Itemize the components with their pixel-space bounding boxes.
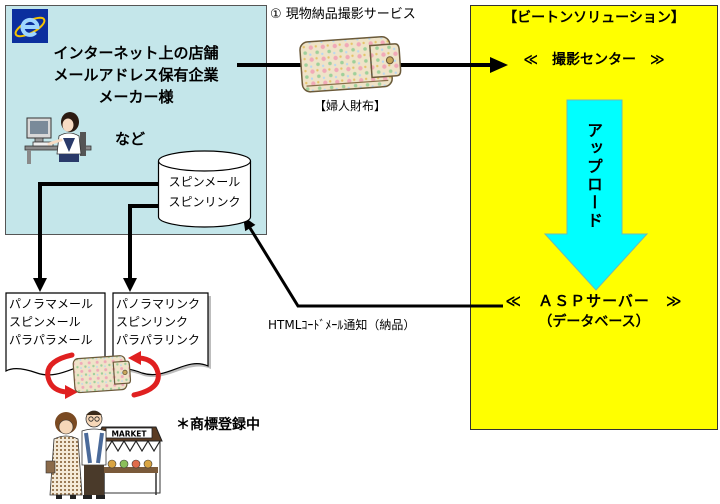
asp-server-sub-label: （データベース） [538,314,650,330]
service-title: ① 現物納品撮影サービス [270,7,416,22]
database-line-spin-mail: スピンメール [168,175,241,189]
arrow-notification-return [243,216,503,308]
product-caption: 【婦人財布】 [313,99,386,113]
small-wallet-icon [72,355,132,394]
down-arrow-icon [543,99,649,291]
database-cylinder-icon [157,150,252,228]
notification-label: HTMLｺｰﾄﾞﾒｰﾙ通知（納品） [268,318,416,332]
client-line-email-companies: メールアドレス保有企業 [53,66,219,84]
man-shopper [81,410,107,499]
internet-explorer-icon [12,9,48,43]
asp-server-label: ≪ ＡＳＰサーバー ≫ [505,292,683,310]
beeton-title: 【ビートンソリューション】 [503,10,685,26]
etc-label: など [115,130,146,148]
client-line-makers: メーカー様 [98,88,174,106]
arrow-to-mail-doc [33,182,158,292]
database-line-spin-link: スピンリンク [168,195,241,209]
arrow-to-link-doc [123,204,160,292]
wallet-icon [299,35,402,93]
trademark-note: ＊商標登録中 [176,417,260,433]
woman-shopper [45,412,83,499]
woman-at-computer-icon [24,112,92,164]
link-doc-line-spin: スピンリンク [116,315,189,329]
couple-at-market-icon: MARKET [45,410,163,499]
circular-arrows-icon [45,351,161,399]
link-doc-line-panorama: パノラマリンク [116,297,201,311]
mail-doc-line-spin: スピンメール [9,315,81,329]
market-sign-text: MARKET [111,430,147,439]
mail-doc-line-panorama: パノラマメール [9,297,94,311]
studio-label: ≪ 撮影センター ≫ [523,52,665,68]
link-doc-line-parapara: パラパラリンク [116,333,200,347]
upload-label: アップロード [584,122,603,230]
mail-doc-line-parapara: パラパラメール [9,333,93,347]
client-line-stores: インターネット上の店舗 [53,44,219,62]
market-stall: MARKET [95,426,163,495]
